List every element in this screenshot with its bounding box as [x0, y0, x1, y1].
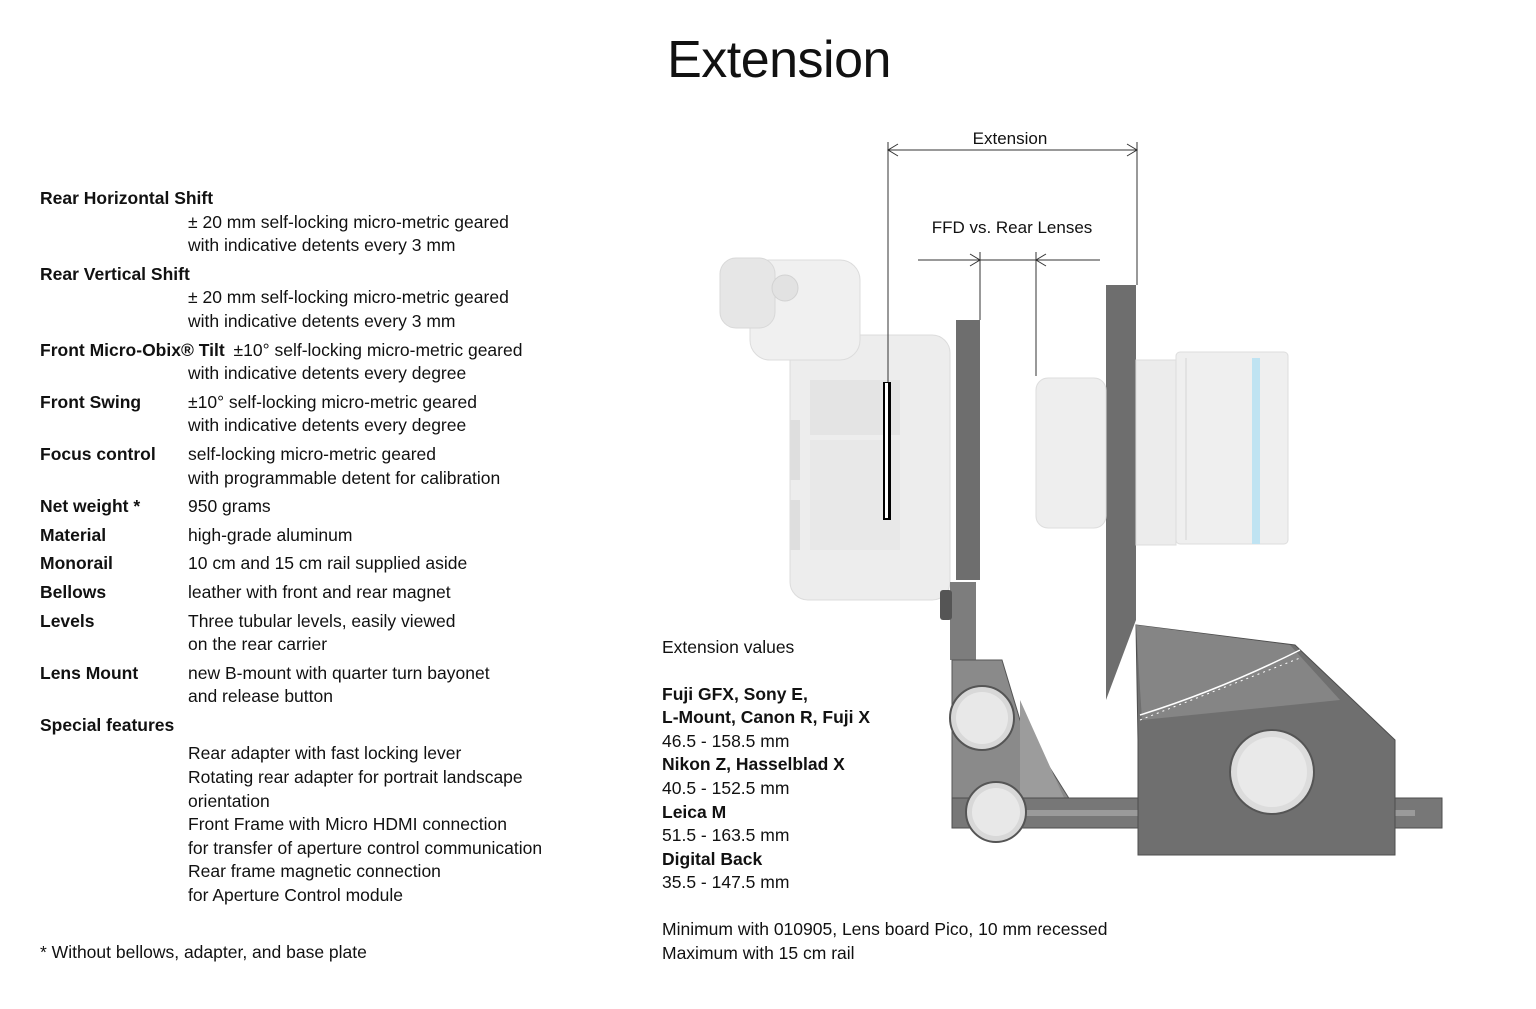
mount-name: Leica M	[662, 801, 727, 822]
spec-value: ± 20 mm self-locking micro-metric geared	[188, 211, 509, 232]
spec-material: Material high-grade aluminum	[40, 524, 600, 548]
spec-lens-mount: Lens Mount new B-mount with quarter turn…	[40, 662, 600, 709]
footnote: * Without bellows, adapter, and base pla…	[40, 942, 367, 962]
mount-name: Nikon Z, Hasselblad X	[662, 754, 845, 775]
extension-values: Extension values Fuji GFX, Sony E, L-Mou…	[662, 636, 870, 895]
extension-notes: Minimum with 010905, Lens board Pico, 10…	[662, 918, 1108, 965]
feature-line: Front Frame with Micro HDMI connection	[188, 814, 507, 835]
spec-label: Material	[40, 524, 107, 545]
spec-label: Special features	[40, 714, 175, 735]
spec-value: self-locking micro-metric geared	[188, 443, 436, 464]
spec-value: high-grade aluminum	[188, 524, 353, 545]
spec-value: 950 grams	[188, 496, 271, 517]
spec-label: Lens Mount	[40, 662, 139, 683]
spec-value: ±10° self-locking micro-metric geared	[233, 339, 523, 360]
spec-value: new B-mount with quarter turn bayonet	[188, 662, 490, 683]
spec-label: Front Swing	[40, 391, 142, 412]
spec-value: with indicative detents every 3 mm	[188, 310, 456, 331]
lens-illustration	[1035, 351, 1289, 546]
front-standard	[1106, 285, 1136, 700]
camera-body-illustration	[719, 257, 951, 601]
spec-front-tilt: Front Micro-Obix® Tilt ±10° self-locking…	[40, 339, 600, 386]
spec-label: Bellows	[40, 581, 107, 602]
mount-range: 35.5 - 147.5 mm	[662, 872, 790, 893]
spec-bellows: Bellows leather with front and rear magn…	[40, 581, 600, 605]
ffd-label: FFD vs. Rear Lenses	[932, 218, 1093, 237]
spec-value: 10 cm and 15 cm rail supplied aside	[188, 553, 468, 574]
spec-value: with indicative detents every 3 mm	[188, 235, 456, 256]
camera-base	[949, 624, 1443, 856]
spec-net-weight: Net weight * 950 grams	[40, 495, 600, 519]
spec-value: ±10° self-locking micro-metric geared	[188, 391, 477, 412]
spec-value: and release button	[188, 686, 333, 707]
spec-label: Levels	[40, 610, 95, 631]
feature-line: for Aperture Control module	[188, 885, 403, 906]
mount-range: 40.5 - 152.5 mm	[662, 777, 790, 798]
spec-value: Three tubular levels, easily viewed	[188, 610, 456, 631]
spec-rear-vertical-shift: Rear Vertical Shift ± 20 mm self-locking…	[40, 263, 600, 334]
spec-value: with programmable detent for calibration	[188, 467, 501, 488]
feature-line: orientation	[188, 790, 270, 811]
spec-label: Rear Horizontal Shift	[40, 188, 214, 208]
rear-plate	[940, 320, 980, 660]
feature-line: Rotating rear adapter for portrait lands…	[188, 767, 523, 788]
mount-name: Fuji GFX, Sony E,	[662, 683, 808, 704]
camera-extension-diagram: Extension FFD vs. Rear Lenses	[719, 129, 1443, 856]
spec-special-features: Special features Rear adapter with fast …	[40, 714, 600, 908]
feature-line: Rear frame magnetic connection	[188, 861, 441, 882]
note-line: Maximum with 15 cm rail	[662, 942, 855, 963]
mount-range: 46.5 - 158.5 mm	[662, 730, 790, 751]
extension-dimension	[887, 142, 1138, 382]
mount-range: 51.5 - 163.5 mm	[662, 825, 790, 846]
feature-line: for transfer of aperture control communi…	[188, 837, 543, 858]
spec-label: Monorail	[40, 553, 113, 574]
spec-value: with indicative detents every degree	[188, 415, 467, 436]
spec-value: leather with front and rear magnet	[188, 581, 451, 602]
feature-line: Rear adapter with fast locking lever	[188, 743, 462, 764]
spec-monorail: Monorail 10 cm and 15 cm rail supplied a…	[40, 552, 600, 576]
spec-list: Rear Horizontal Shift ± 20 mm self-locki…	[40, 187, 600, 913]
spec-label: Net weight *	[40, 496, 141, 517]
note-line: Minimum with 010905, Lens board Pico, 10…	[662, 919, 1108, 939]
extension-values-heading: Extension values	[662, 637, 795, 657]
spec-levels: Levels Three tubular levels, easily view…	[40, 610, 600, 657]
ffd-dimension	[918, 252, 1100, 376]
feature-list: Rear adapter with fast locking lever Rot…	[40, 742, 600, 907]
mount-name: L-Mount, Canon R, Fuji X	[662, 707, 871, 728]
spec-label: Front Micro-Obix® Tilt	[40, 339, 225, 360]
spec-rear-horizontal-shift: Rear Horizontal Shift ± 20 mm self-locki…	[40, 187, 600, 258]
spec-front-swing: Front Swing ±10° self-locking micro-metr…	[40, 391, 600, 438]
spec-value: with indicative detents every degree	[188, 363, 467, 384]
spec-label: Rear Vertical Shift	[40, 263, 190, 284]
spec-value: on the rear carrier	[188, 634, 328, 655]
spec-value: ± 20 mm self-locking micro-metric geared	[188, 287, 509, 308]
page-title: Extension	[667, 31, 891, 89]
spec-label: Focus control	[40, 443, 156, 464]
extension-label: Extension	[973, 129, 1048, 148]
mount-name: Digital Back	[662, 848, 763, 869]
spec-focus-control: Focus control self-locking micro-metric …	[40, 443, 600, 490]
